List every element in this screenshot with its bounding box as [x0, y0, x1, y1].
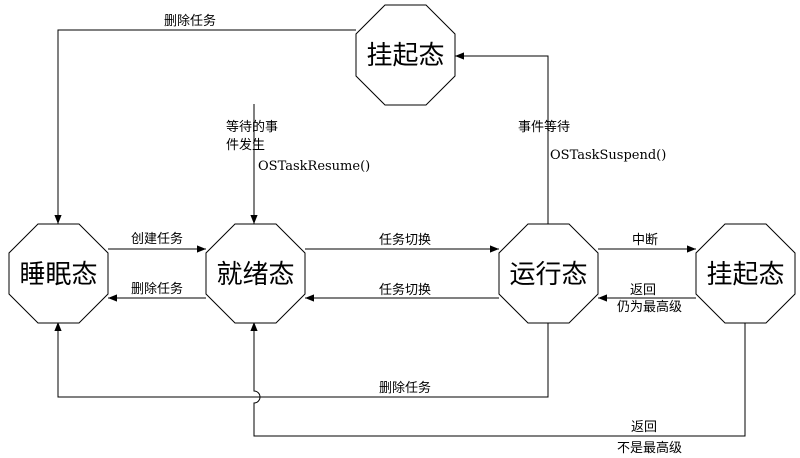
edge-label-interrupt: 中断: [632, 233, 658, 248]
edge-label-return-high-1: 返回: [630, 283, 656, 298]
edge-label-switch-forward: 任务切换: [379, 232, 431, 248]
edge-label-delete-top: 删除任务: [164, 13, 216, 29]
node-suspend-right: 挂起态: [695, 223, 796, 324]
edge-label-delete-ready-sleep: 删除任务: [131, 281, 183, 297]
edge-label-return-low-2: 不是最高级: [617, 440, 682, 456]
node-label: 就绪态: [216, 260, 294, 290]
edge-return-low: [250, 322, 746, 437]
node-label: 挂起态: [366, 41, 444, 71]
node-sleep: 睡眠态: [8, 223, 109, 324]
node-label: 睡眠态: [19, 260, 97, 290]
node-label: 挂起态: [706, 260, 784, 290]
node-label: 运行态: [509, 260, 587, 290]
edge-label-resume-api: OSTaskResume(): [258, 159, 370, 174]
node-ready: 就绪态: [205, 223, 306, 324]
edge-label-return-low-1: 返回: [631, 420, 657, 435]
edge-label-return-high-2: 仍为最高级: [617, 299, 682, 315]
edge-event-wait: [455, 52, 549, 224]
edge-label-event-wait: 事件等待: [518, 119, 570, 135]
edge-label-delete-bottom: 删除任务: [379, 380, 431, 396]
edge-label-create: 创建任务: [131, 231, 183, 247]
edge-label-suspend-api: OSTaskSuspend(): [550, 148, 666, 163]
node-suspend-top: 挂起态: [355, 4, 456, 106]
edge-delete-bottom: [54, 322, 549, 398]
edge-label-switch-back: 任务切换: [379, 282, 431, 298]
node-running: 运行态: [498, 223, 599, 324]
edge-label-event-occur-1: 等待的事: [226, 119, 278, 135]
edge-label-event-occur-2: 件发生: [226, 137, 265, 153]
edge-delete-top: [54, 29, 356, 224]
